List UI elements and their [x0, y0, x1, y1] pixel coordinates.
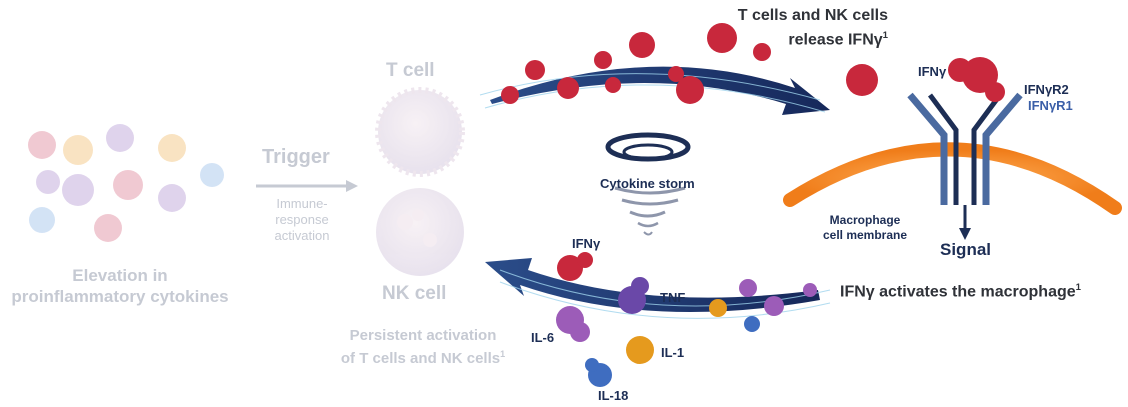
ifng-molecules-top	[501, 23, 878, 104]
release-ifng-caption: T cells and NK cells release IFNγ1	[708, 6, 888, 50]
signal-label: Signal	[940, 240, 992, 259]
elevation-caption: Elevation in proinflammatory cytokines	[0, 265, 240, 307]
trigger-title: Trigger	[262, 146, 330, 168]
bottom-ifng-label: IFNγ	[572, 236, 601, 251]
nk-cell-shape	[376, 188, 464, 276]
il1-label: IL-1	[661, 345, 685, 360]
persistent-line1: Persistent activation	[349, 327, 497, 344]
trigger-arrow	[256, 180, 358, 192]
receptor-r1-label: IFNγR1	[1028, 98, 1073, 113]
trigger-subtitle: Immune- response activation	[262, 196, 342, 244]
membrane-line1: Macrophage	[829, 213, 901, 227]
release-line2: release IFNγ	[788, 31, 883, 49]
elevation-caption-line1: Elevation in	[72, 266, 168, 285]
ifng-activates-caption: IFNγ activates the macrophage1	[840, 282, 1081, 301]
trigger-sub-line1: Immune-	[276, 196, 328, 211]
il18-molecule	[585, 358, 612, 387]
signal-arrow	[959, 205, 971, 240]
t-cell-shape	[375, 87, 465, 177]
trigger-sub-line3: activation	[274, 228, 330, 243]
nk-cell-label: NK cell	[382, 283, 447, 304]
membrane-label: Macrophage cell membrane	[810, 213, 920, 243]
cytokines-on-bottom-arrow	[709, 279, 817, 332]
il6-molecule	[556, 306, 590, 342]
ifng-receptor	[907, 92, 1023, 205]
cytokine-storm-label: Cytokine storm	[600, 176, 695, 191]
persistent-activation-caption: Persistent activation of T cells and NK …	[318, 326, 528, 368]
t-cell-label: T cell	[386, 60, 435, 81]
release-footnote: 1	[882, 30, 888, 41]
trigger-sub-line2: response	[275, 212, 329, 227]
tornado-icon	[605, 132, 691, 236]
membrane-line2: cell membrane	[822, 228, 908, 242]
il6-label: IL-6	[531, 330, 555, 345]
tnf-label: TNF	[660, 290, 686, 305]
il18-label: IL-18	[598, 388, 629, 403]
bottom-swoosh-arrow	[485, 258, 831, 319]
persistent-footnote: 1	[500, 349, 506, 359]
ifng-bound-molecule	[948, 57, 1005, 102]
ifng-molecule-bottom	[557, 252, 593, 281]
elevation-caption-line2: proinflammatory cytokines	[11, 287, 229, 306]
il1-molecule	[626, 336, 654, 364]
activates-footnote: 1	[1075, 282, 1081, 293]
release-line1: T cells and NK cells	[737, 7, 888, 24]
top-swoosh-arrow	[479, 66, 830, 115]
persistent-line2: of T cells and NK cells	[340, 350, 501, 367]
faded-cytokine-cluster	[28, 124, 224, 242]
tnf-molecule	[618, 277, 649, 314]
receptor-r2-label: IFNγR2	[1024, 82, 1069, 97]
macrophage-membrane	[783, 142, 1122, 215]
activates-text: IFNγ activates the macrophage	[840, 283, 1076, 301]
receptor-ifng-label: IFNγ	[918, 64, 947, 79]
